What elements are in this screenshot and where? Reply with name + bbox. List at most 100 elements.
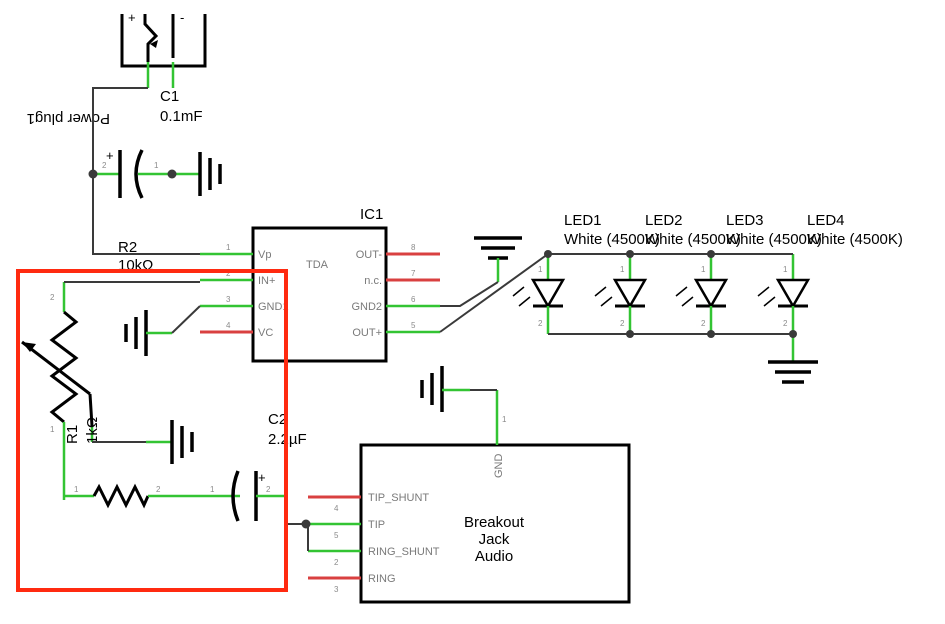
ic1-pin-num-2: 2 [226, 269, 231, 278]
junction-tip [301, 519, 311, 529]
led-1-name: LED1 [564, 212, 602, 229]
led-4-light-icon [757, 286, 776, 307]
led-2-pin-2-num: 2 [620, 319, 625, 328]
power-plug-minus: - [180, 10, 184, 25]
ic1-pin-num-1: 1 [226, 243, 231, 252]
wire-gnd1 [171, 305, 201, 334]
breakout-jack-audio[interactable]: Breakout Jack Audio 1 GND TIP_SHUNT TIP … [308, 390, 631, 604]
junction-dots [88, 169, 797, 529]
resistor-series-pin-2-num: 2 [156, 485, 161, 494]
power-plug-contact [143, 14, 159, 62]
ic1-pin-label-nc: n.c. [364, 275, 382, 287]
resistor-series[interactable]: 1 2 [64, 483, 200, 509]
r1-value: 1kΩ [84, 417, 101, 444]
jack-pin-label-tip-shunt: TIP_SHUNT [368, 492, 429, 504]
jack-title-line-3: Audio [475, 548, 513, 565]
power-plug-arrow-icon [150, 40, 158, 48]
r1-wiper-arrowhead-icon [22, 342, 36, 352]
c1-name: C1 [160, 88, 179, 105]
led-3-value: White (4500K) [726, 231, 822, 248]
c1-value: 0.1mF [160, 108, 203, 125]
potentiometer-r1[interactable]: 2 1 R1 1kΩ [21, 282, 101, 500]
jack-pin-num-5: 5 [334, 531, 339, 540]
wires [64, 87, 793, 551]
r2-name: R2 [118, 239, 137, 256]
r1-pin-2-num: 2 [50, 293, 55, 302]
jack-title-line-1: Breakout [464, 514, 525, 531]
ic1-pin-label-gnd1: GND1 [258, 301, 289, 313]
junction-led-1-top [544, 250, 552, 258]
jack-pin-num-3: 3 [334, 585, 339, 594]
ic1-pin-num-8: 8 [411, 243, 416, 252]
led-4-triangle [775, 278, 811, 309]
c1-plus: + [106, 148, 114, 163]
led-4[interactable]: 1 2 LED4 White (4500K) [757, 212, 903, 334]
power-plug-plus: + [128, 10, 136, 25]
wire-out-plus [439, 253, 549, 333]
led-1-pin-1-num: 1 [538, 265, 543, 274]
ic1-center-label: TDA [306, 259, 329, 271]
resistor-series-pin-1-num: 1 [74, 485, 79, 494]
ic1-pin-num-4: 4 [226, 321, 231, 330]
ic1-pin-label-out-minus: OUT- [356, 249, 383, 261]
r1-pin-1-num: 1 [50, 425, 55, 434]
c1-pin-1-num: 1 [154, 161, 159, 170]
led-1[interactable]: 1 2 LED1 White (4500K) [512, 212, 660, 334]
ic1-pin-label-vc: VC [258, 327, 273, 339]
r1-wiper-lead [88, 393, 94, 427]
jack-pin-label-ring-shunt: RING_SHUNT [368, 546, 440, 558]
power-plug[interactable]: + - Power plug1 [27, 10, 207, 127]
c2-pin-1-num: 1 [210, 485, 215, 494]
jack-pin-gnd-num: 1 [502, 415, 507, 424]
c2-name: C2 [268, 411, 287, 428]
ground-symbol-c1 [172, 152, 222, 196]
led-3[interactable]: 1 2 LED3 White (4500K) [675, 212, 822, 334]
ic1-pin-num-6: 6 [411, 295, 416, 304]
power-plug-body [120, 14, 207, 68]
led-4-pin-2-num: 2 [783, 319, 788, 328]
junction-led-3-top [707, 250, 715, 258]
led-1-value: White (4500K) [564, 231, 660, 248]
led-4-pin-1-num: 1 [783, 265, 788, 274]
ic1-name: IC1 [360, 206, 383, 223]
ic1[interactable]: IC1 TDA Vp IN+ GND1 VC 1 2 3 4 OUT- n.c.… [200, 206, 440, 363]
jack-pin-num-2: 2 [334, 558, 339, 567]
led-2-pin-1-num: 1 [620, 265, 625, 274]
c2-pin-2-num: 2 [266, 485, 271, 494]
junction-led-3-bottom [707, 330, 715, 338]
ic1-body [251, 226, 388, 363]
led-3-triangle [693, 278, 729, 309]
led-3-pin-1-num: 1 [701, 265, 706, 274]
jack-pin-label-tip: TIP [368, 519, 385, 531]
resistor-series-zigzag [92, 483, 150, 509]
led-2-light-icon [594, 286, 613, 307]
capacitor-c1[interactable]: + 2 1 C1 0.1mF [93, 88, 203, 199]
led-4-value: White (4500K) [807, 231, 903, 248]
led-2-value: White (4500K) [645, 231, 741, 248]
r1-wiper-arrow [21, 340, 91, 396]
ic1-pin-label-out-plus: OUT+ [352, 327, 382, 339]
ic1-pin-num-3: 3 [226, 295, 231, 304]
resistor-r2[interactable]: R2 10kΩ [118, 239, 153, 274]
led-1-light-icon [512, 286, 531, 307]
capacitor-c2[interactable]: + 1 2 C2 2.2µF [200, 411, 307, 522]
led-1-triangle [530, 278, 566, 309]
c1-pin-2-num: 2 [102, 161, 107, 170]
ground-symbol-gnd1 [124, 310, 172, 356]
led-2-name: LED2 [645, 212, 683, 229]
ic1-pin-label-gnd2: GND2 [351, 301, 382, 313]
r1-zigzag [49, 310, 79, 424]
led-3-light-icon [675, 286, 694, 307]
led-2-triangle [612, 278, 648, 309]
jack-pin-label-gnd: GND [493, 454, 505, 479]
led-4-name: LED4 [807, 212, 845, 229]
ground-symbol-gnd2 [474, 236, 522, 282]
led-2[interactable]: 1 2 LED2 White (4500K) [594, 212, 741, 334]
wire-gnd2 [440, 281, 499, 307]
junction-led-2-bottom [626, 330, 634, 338]
junction-c1-plus [88, 169, 98, 179]
junction-c1-minus [167, 169, 177, 179]
ic1-pin-label-in-plus: IN+ [258, 275, 275, 287]
r1-name: R1 [64, 425, 81, 444]
